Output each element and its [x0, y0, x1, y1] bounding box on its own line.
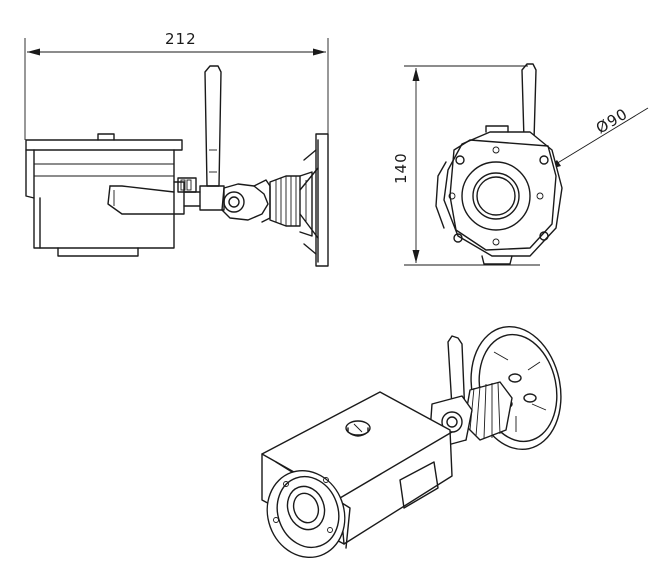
length-label: 212 [165, 30, 197, 48]
length-dimension: 212 [24, 30, 329, 140]
antenna-front [521, 63, 537, 141]
front-view: 140 Ø90 [392, 63, 649, 266]
camera-front-face [435, 125, 563, 265]
isometric-view [261, 325, 562, 559]
height-label: 140 [392, 152, 410, 184]
bracket-side [183, 133, 329, 267]
camera-body-side [25, 133, 197, 257]
side-view: 212 [24, 30, 329, 267]
diameter-label: Ø90 [593, 105, 631, 138]
height-dimension: 140 [392, 65, 540, 266]
antenna-side [199, 65, 225, 211]
camera-body-iso [261, 391, 453, 559]
diameter-dimension: Ø90 [545, 105, 649, 171]
